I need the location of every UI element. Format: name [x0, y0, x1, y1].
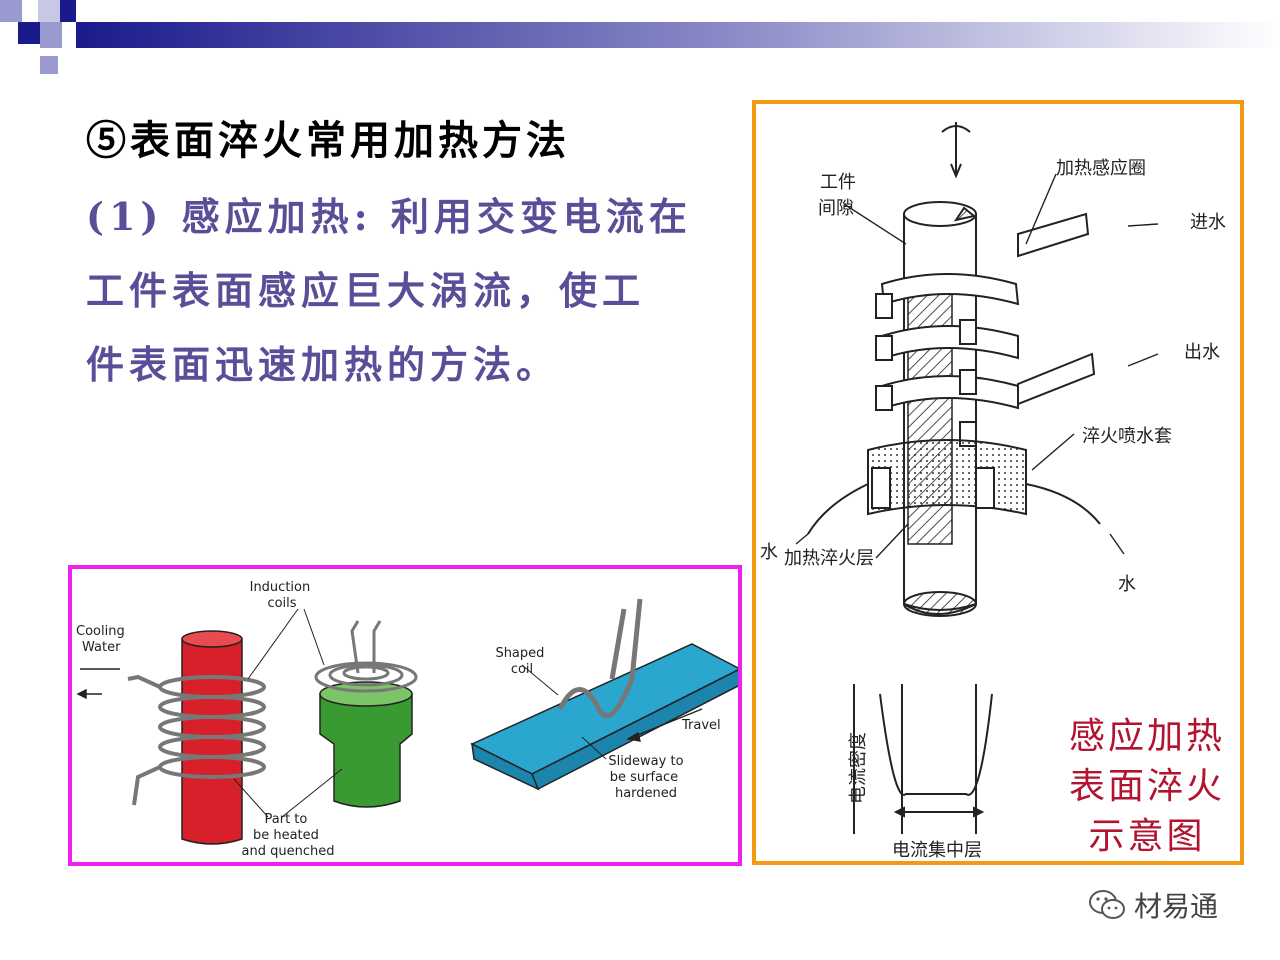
label-spray: 淬火喷水套 [1082, 426, 1172, 447]
header-banner [0, 0, 1280, 74]
label-travel: Travel [681, 718, 721, 733]
induction-coils-illustration: Induction coils Cooling Water Part to be… [76, 580, 742, 859]
caption-line: 感应加热 [1068, 716, 1225, 757]
figure-caption: 感应加热 表面淬火 示意图 [1062, 712, 1232, 862]
wechat-icon [1089, 890, 1125, 919]
label-concentrated-layer: 电流集中层 [892, 840, 982, 861]
label-water-out: 出水 [1184, 342, 1220, 363]
quench-spray-jacket [807, 439, 1101, 535]
label-induction-coils: Induction coils [250, 580, 315, 611]
caption-line: 表面淬火 [1068, 766, 1225, 807]
label-shaped-coil: Shaped coil [495, 646, 548, 677]
green-cylinder [319, 681, 413, 808]
label-water-left: 水 [760, 542, 778, 563]
shaped-coil [557, 598, 643, 719]
body-line: (1) 感应加热: 利用交变电流在 [86, 194, 692, 239]
slide-body: (1) 感应加热: 利用交变电流在 工件表面感应巨大涡流，使工 件表面迅速加热的… [86, 180, 692, 402]
label-workpiece: 工件 [820, 172, 856, 193]
slide-title: ⑤表面淬火常用加热方法 [86, 117, 570, 164]
rotation-arrow-icon [941, 122, 971, 179]
watermark-text: 材易通 [1134, 890, 1219, 923]
induction-coil [875, 212, 1096, 447]
label-gap: 间隙 [818, 198, 854, 219]
body-line: 件表面迅速加热的方法。 [86, 342, 560, 387]
induction-schematic-frame: 工件 间隙 加热感应圈 进水 出水 淬火喷水套 水 加热淬火层 水 电流密度 电… [752, 100, 1244, 865]
pancake-coil [314, 620, 418, 693]
caption-line: 示意图 [1088, 816, 1206, 857]
label-coil: 加热感应圈 [1056, 158, 1146, 179]
body-line: 工件表面感应巨大涡流，使工 [86, 268, 646, 313]
label-cooling-water: Cooling Water [76, 624, 129, 655]
label-water-in: 进水 [1190, 212, 1226, 233]
current-density-plot [853, 684, 993, 834]
induction-coils-frame: Induction coils Cooling Water Part to be… [68, 565, 742, 866]
label-part: Part to be heated and quenched [242, 812, 335, 859]
label-heated-layer: 加热淬火层 [784, 548, 874, 569]
label-slideway: Slideway to be surface hardened [608, 754, 687, 801]
induction-coil-rings [127, 674, 266, 806]
induction-schematic: 工件 间隙 加热感应圈 进水 出水 淬火喷水套 水 加热淬火层 水 电流密度 电… [760, 122, 1226, 861]
label-water-right: 水 [1118, 574, 1136, 595]
watermark: 材易通 [1088, 885, 1218, 925]
label-current-density: 电流密度 [848, 732, 869, 804]
